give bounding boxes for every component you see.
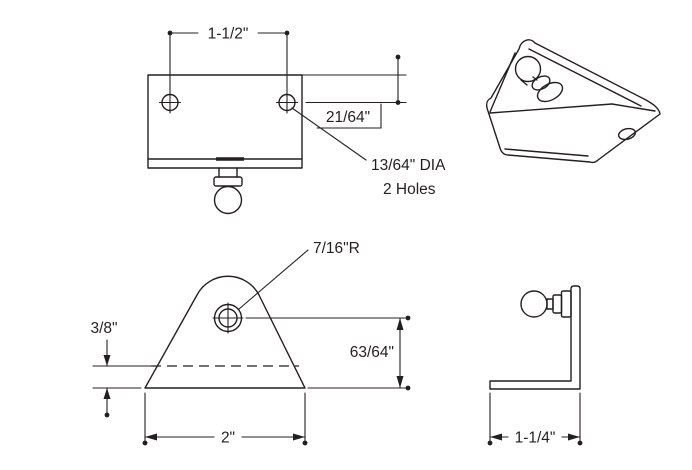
note-corner-radius: 7/16"R <box>238 240 360 310</box>
dim-flange-height: 3/8" <box>90 320 154 418</box>
iso-tab-left-edge <box>489 52 516 113</box>
dim-hole-spacing-label: 1-1/2" <box>208 26 249 43</box>
front-bracket-outline <box>144 275 306 389</box>
iso-bend-line <box>489 103 613 114</box>
dim-hole-offset: 21/64" <box>301 54 407 129</box>
hole-dia-label: 13/64" DIA <box>371 157 446 174</box>
hole-count-label: 2 Holes <box>383 181 436 198</box>
isometric-view <box>485 39 661 164</box>
ball-stud-front <box>213 167 243 215</box>
mounting-hole-left <box>158 91 182 114</box>
flange-height-label: 3/8" <box>90 320 117 337</box>
iso-ball-stud <box>514 55 564 103</box>
base-width-label: 2" <box>221 430 235 447</box>
front-view: 7/16"R 3/8" 63/64" <box>90 240 411 447</box>
side-ball-stud <box>520 290 572 318</box>
iso-bracket-outline <box>485 39 661 164</box>
front-stud-hole <box>212 302 244 334</box>
iso-base-thickness-edge <box>504 148 589 157</box>
iso-base-far-edge <box>611 103 656 112</box>
side-bracket-outline <box>489 285 581 390</box>
corner-radius-label: 7/16"R <box>313 240 360 257</box>
iso-tab-thickness-edge <box>528 48 642 107</box>
mounting-hole-right <box>275 91 299 114</box>
bracket-plate-outline <box>147 74 303 169</box>
dim-base-width: 2" <box>142 392 308 447</box>
top-view: 1-1/2" 21/64" 13/64" DIA 2 Holes <box>147 26 446 215</box>
note-hole-dia: 13/64" DIA 2 Holes <box>291 107 446 198</box>
iso-base-hole <box>617 127 637 141</box>
side-view: 1-1/4" <box>487 285 583 447</box>
dim-hole-offset-label: 21/64" <box>326 109 370 126</box>
dim-bracket-depth: 1-1/4" <box>487 392 583 447</box>
dim-hole-center-height: 63/64" <box>245 315 411 391</box>
hole-center-height-label: 63/64" <box>350 344 394 361</box>
dim-hole-spacing: 1-1/2" <box>167 26 290 93</box>
bracket-depth-label: 1-1/4" <box>515 430 556 447</box>
